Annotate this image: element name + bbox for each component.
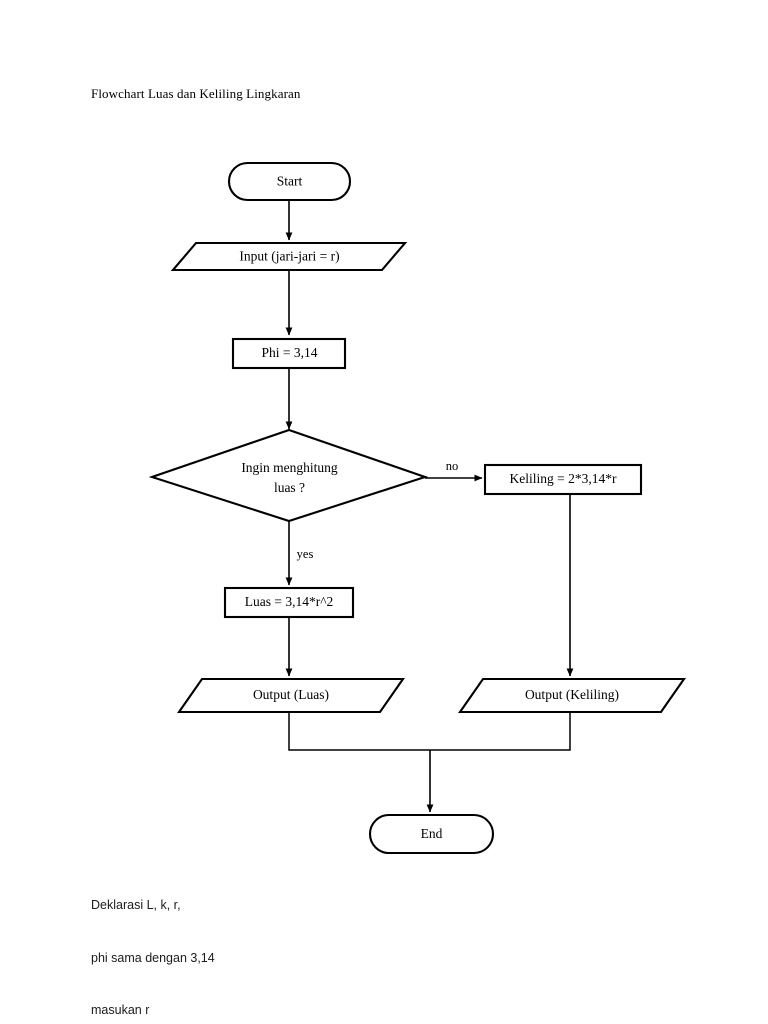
node-end-label: End — [421, 826, 443, 841]
node-output-luas[interactable]: Output (Luas) — [176, 677, 406, 714]
note-line-2: phi sama dengan 3,14 — [91, 950, 215, 965]
edge-label-no: no — [446, 459, 459, 473]
note-line-1: Deklarasi L, k, r, — [91, 898, 181, 912]
node-output-keliling[interactable]: Output (Keliling) — [457, 677, 687, 714]
node-keliling[interactable]: Keliling = 2*3,14*r — [483, 463, 643, 496]
connector-merge-to-end — [288, 712, 571, 813]
node-decision[interactable]: Ingin menghitung luas ? — [148, 428, 429, 523]
node-start-label: Start — [277, 174, 303, 189]
note-line-3: masukan r — [91, 1003, 150, 1017]
node-input-r-label: Input (jari-jari = r) — [239, 249, 339, 264]
node-start[interactable]: Start — [227, 161, 352, 202]
node-luas-label: Luas = 3,14*r^2 — [245, 594, 334, 609]
node-end[interactable]: End — [368, 813, 495, 855]
node-input-r[interactable]: Input (jari-jari = r) — [170, 241, 408, 272]
node-keliling-label: Keliling = 2*3,14*r — [510, 471, 617, 486]
edge-label-yes: yes — [297, 547, 314, 561]
node-output-luas-label: Output (Luas) — [253, 687, 329, 702]
pseudocode-notes: Deklarasi L, k, r, phi sama dengan 3,14 … — [91, 862, 215, 1024]
page-title: Flowchart Luas dan Keliling Lingkaran — [91, 86, 301, 101]
node-decision-label-line1: Ingin menghitung — [241, 460, 338, 475]
node-phi[interactable]: Phi = 3,14 — [231, 337, 347, 370]
node-decision-label-line2: luas ? — [274, 480, 305, 495]
node-output-keliling-label: Output (Keliling) — [525, 687, 619, 702]
node-luas[interactable]: Luas = 3,14*r^2 — [223, 586, 355, 619]
node-phi-label: Phi = 3,14 — [262, 345, 318, 360]
